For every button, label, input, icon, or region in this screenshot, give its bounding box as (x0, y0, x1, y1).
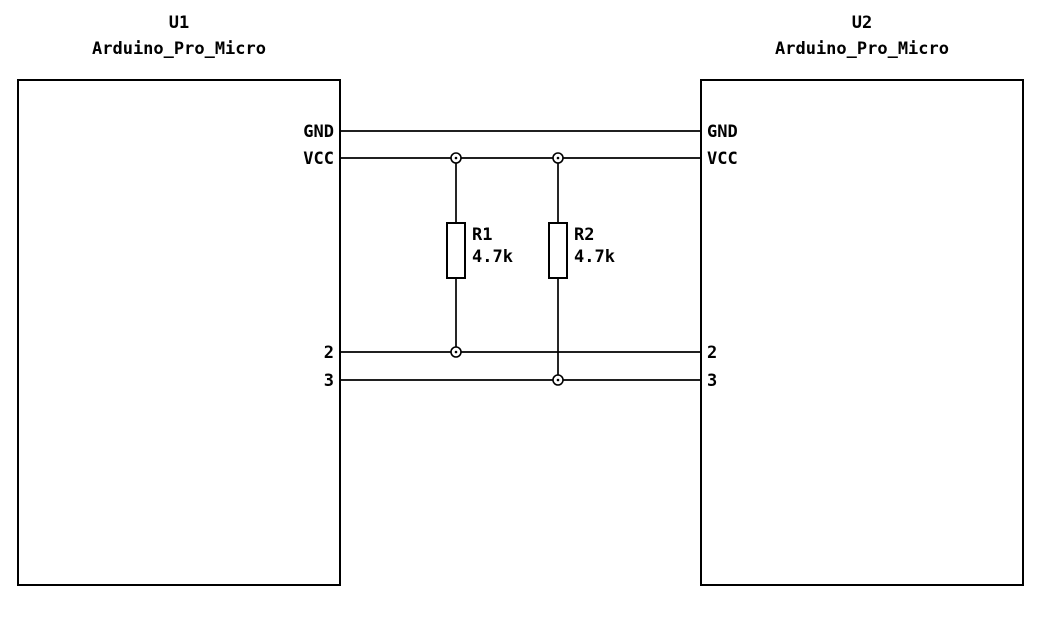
u1-pin-label-3: 3 (324, 371, 334, 391)
u2-ref-label: U2 (852, 13, 872, 33)
u2-pin-label-2: 2 (707, 343, 717, 363)
u1-value-label: Arduino_Pro_Micro (92, 39, 266, 59)
junction-net2-r1 (450, 346, 462, 358)
resistor-r1: R1 4.7k (446, 158, 513, 352)
u2-pin-label-vcc: VCC (707, 149, 738, 169)
r1-body (446, 222, 466, 279)
u2-body (700, 79, 1024, 586)
u2-value-label: Arduino_Pro_Micro (775, 39, 949, 59)
r2-ref-label: R2 (574, 225, 594, 245)
u1-pin-label-2: 2 (324, 343, 334, 363)
r1-value-label: 4.7k (472, 247, 513, 267)
resistor-r2: R2 4.7k (548, 158, 615, 380)
r2-value-label: 4.7k (574, 247, 615, 267)
component-u1: U1 Arduino_Pro_Micro GND VCC 2 3 (17, 13, 341, 586)
component-u2: U2 Arduino_Pro_Micro GND VCC 2 3 (700, 13, 1024, 586)
junction-vcc-r1 (450, 152, 462, 164)
u1-pin-label-vcc: VCC (303, 149, 334, 169)
u1-ref-label: U1 (169, 13, 189, 33)
r2-body (548, 222, 568, 279)
r1-ref-label: R1 (472, 225, 492, 245)
u1-body (17, 79, 341, 586)
u1-pin-label-gnd: GND (303, 122, 334, 142)
u2-pin-label-gnd: GND (707, 122, 738, 142)
u2-pin-label-3: 3 (707, 371, 717, 391)
junction-vcc-r2 (552, 152, 564, 164)
junction-net3-r2 (552, 374, 564, 386)
